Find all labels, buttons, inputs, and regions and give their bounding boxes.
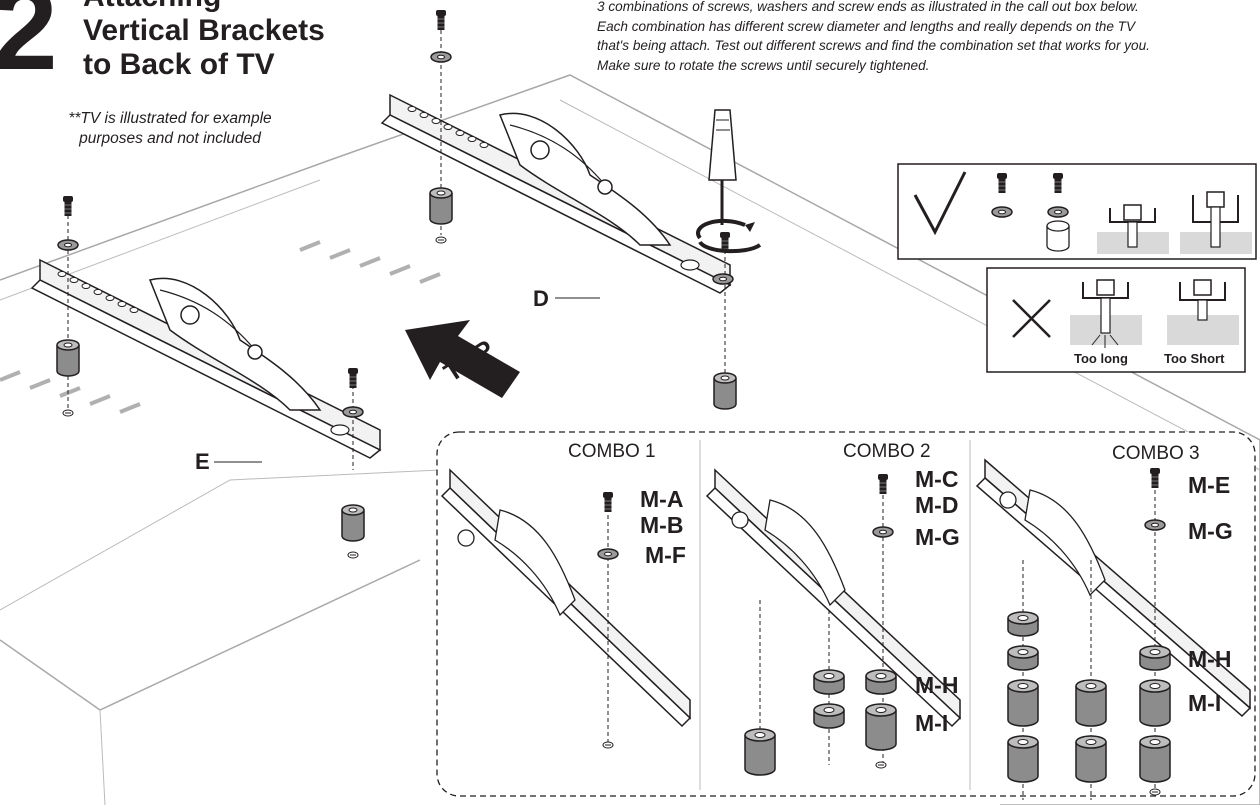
too-long-caption: Too long bbox=[1074, 351, 1128, 366]
bracket-d-top-hardware bbox=[429, 9, 453, 244]
bracket-e-label: E bbox=[195, 449, 210, 474]
part-label: M-H bbox=[915, 672, 959, 698]
too-short-caption: Too Short bbox=[1164, 351, 1225, 366]
instructions-line: that's being attach. Test out different … bbox=[597, 38, 1150, 53]
tv-note-line: **TV is illustrated for example bbox=[68, 110, 272, 127]
part-label: M-H bbox=[1188, 646, 1232, 672]
bracket-d-bottom-hardware bbox=[712, 231, 737, 410]
step-title-line: Attaching bbox=[83, 0, 325, 14]
correct-fit-box bbox=[897, 163, 1257, 260]
combo-1-title: COMBO 1 bbox=[568, 441, 656, 462]
combo-1-illustration bbox=[440, 468, 692, 749]
cross-icon bbox=[1012, 299, 1051, 338]
part-label: M-E bbox=[1188, 472, 1231, 498]
part-label: M-G bbox=[1188, 518, 1233, 544]
bracket-e-left-hardware bbox=[56, 195, 80, 417]
combo-2-title: COMBO 2 bbox=[843, 441, 931, 462]
step-title-line: to Back of TV bbox=[83, 48, 275, 81]
combo-2-illustration bbox=[705, 468, 962, 776]
checkmark-icon bbox=[913, 171, 967, 236]
tv-note-line: purposes and not included bbox=[79, 130, 261, 147]
part-label: M-F bbox=[645, 542, 686, 568]
instructions-line: Each combination has different screw dia… bbox=[597, 18, 1136, 34]
combo-3-illustration bbox=[975, 458, 1252, 800]
screwdriver-icon bbox=[696, 109, 762, 254]
top-direction-arrow-icon bbox=[405, 320, 520, 398]
combo-3-title: COMBO 3 bbox=[1112, 443, 1200, 464]
instructions-text: 3 combinations of screws, washers and sc… bbox=[597, 0, 1257, 75]
tv-disclaimer-note: **TV is illustrated for example purposes… bbox=[36, 109, 304, 149]
step-number: 2 bbox=[0, 0, 58, 95]
part-label: M-D bbox=[915, 492, 959, 518]
instructions-line: Make sure to rotate the screws until sec… bbox=[597, 57, 930, 73]
instructions-line: 3 combinations of screws, washers and sc… bbox=[597, 0, 1139, 14]
part-label: M-G bbox=[915, 524, 960, 550]
bracket-e-right-hardware bbox=[341, 367, 365, 559]
part-label: M-B bbox=[640, 512, 684, 538]
wrong-fit-box bbox=[986, 267, 1246, 373]
bracket-e-illustration bbox=[31, 259, 381, 459]
step-title: Attaching Vertical Brackets to Back of T… bbox=[83, 0, 325, 82]
part-label: M-A bbox=[640, 486, 684, 512]
part-label: M-I bbox=[915, 710, 949, 736]
part-label: M-I bbox=[1188, 690, 1222, 716]
bracket-d-label: D bbox=[533, 286, 549, 311]
step-title-line: Vertical Brackets bbox=[83, 14, 325, 47]
part-label: M-C bbox=[915, 466, 959, 492]
